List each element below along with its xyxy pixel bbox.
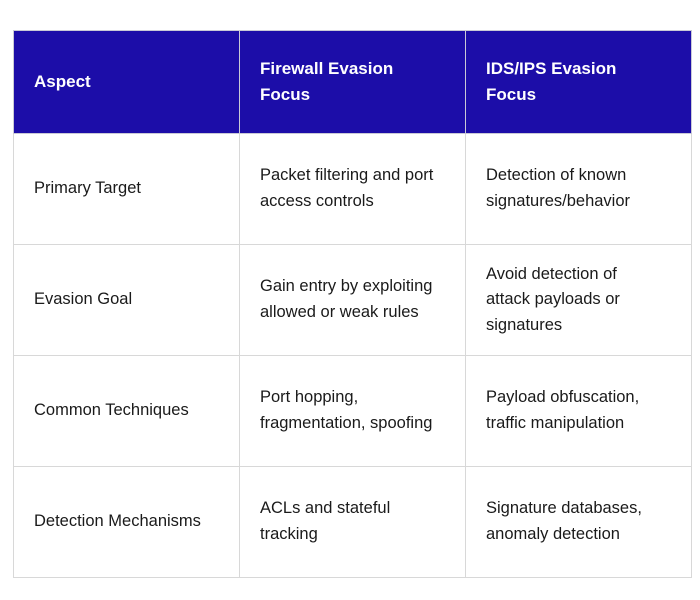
cell-ids-focus: Avoid detection of attack payloads or si… bbox=[465, 244, 692, 356]
header-cell-ids-ips-evasion-focus: IDS/IPS Evasion Focus bbox=[465, 30, 692, 134]
cell-aspect: Primary Target bbox=[13, 133, 240, 245]
cell-ids-focus: Detection of known signatures/behavior bbox=[465, 133, 692, 245]
table-row: Common Techniques Port hopping, fragment… bbox=[13, 355, 692, 467]
cell-firewall-focus: Gain entry by exploiting allowed or weak… bbox=[239, 244, 466, 356]
cell-ids-focus: Signature databases, anomaly detection bbox=[465, 466, 692, 578]
cell-firewall-focus: ACLs and stateful tracking bbox=[239, 466, 466, 578]
evasion-comparison-table: Aspect Firewall Evasion Focus IDS/IPS Ev… bbox=[13, 30, 692, 578]
cell-ids-focus: Payload obfuscation, traffic manipulatio… bbox=[465, 355, 692, 467]
cell-firewall-focus: Packet filtering and port access control… bbox=[239, 133, 466, 245]
header-cell-aspect: Aspect bbox=[13, 30, 240, 134]
header-cell-firewall-evasion-focus: Firewall Evasion Focus bbox=[239, 30, 466, 134]
table-row: Detection Mechanisms ACLs and stateful t… bbox=[13, 466, 692, 578]
cell-aspect: Detection Mechanisms bbox=[13, 466, 240, 578]
cell-aspect: Common Techniques bbox=[13, 355, 240, 467]
cell-aspect: Evasion Goal bbox=[13, 244, 240, 356]
table-row: Primary Target Packet filtering and port… bbox=[13, 133, 692, 245]
table-row: Evasion Goal Gain entry by exploiting al… bbox=[13, 244, 692, 356]
cell-firewall-focus: Port hopping, fragmentation, spoofing bbox=[239, 355, 466, 467]
table-header-row: Aspect Firewall Evasion Focus IDS/IPS Ev… bbox=[13, 30, 692, 134]
